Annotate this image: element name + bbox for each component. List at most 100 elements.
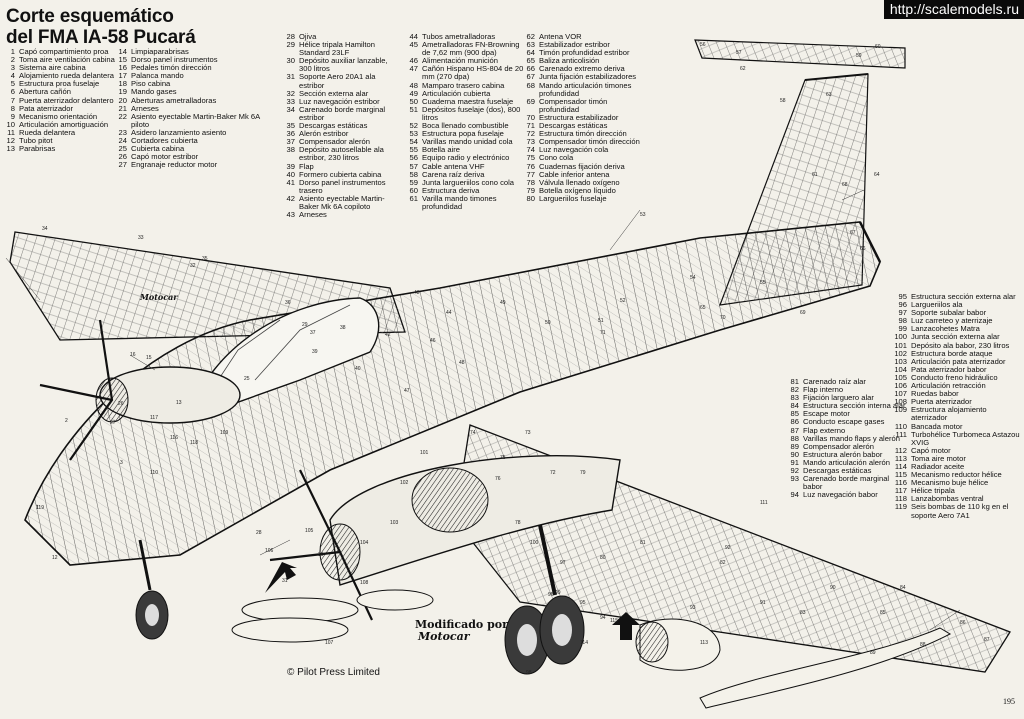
callout-number: 87 (984, 637, 990, 643)
legend-item-text: Tubo pitot (19, 136, 53, 146)
legend-item-text: Depósito ala babor, 230 litros (911, 340, 1010, 350)
legend-item-text: Boca llenado combustible (422, 121, 509, 131)
legend-item-number: 56 (409, 153, 418, 163)
legend-item-number: 57 (409, 161, 418, 171)
legend-item-number: 58 (409, 169, 418, 179)
callout-number: 68 (842, 182, 848, 188)
legend-item-text: Sistema aire cabina (19, 63, 86, 73)
legend-item-text: Ojiva (299, 32, 317, 41)
legend-item-number: 37 (286, 137, 295, 147)
callout-number: 96 (548, 592, 554, 598)
legend-item-text: Toma aire motor (911, 453, 966, 463)
legend-item-text: Asiento eyectable Martin-Baker Mk 6A cop… (299, 193, 385, 211)
legend-item-number: 81 (790, 377, 799, 386)
legend-item: 56 Equipo radio y electrónico (403, 154, 527, 162)
legend-item: 59 Junta largueriilos cono cola (403, 177, 527, 187)
legend-item-number: 45 (409, 40, 418, 50)
legend-item-text: Equipo radio y electrónico (422, 153, 510, 163)
callout-number: 90 (830, 585, 836, 591)
legend-item-number: 19 (118, 87, 127, 97)
legend-item-text: Alerón estribor (299, 129, 349, 139)
callout-number: 56 (700, 42, 706, 48)
legend-item-number: 5 (10, 79, 15, 89)
callout-number: 26 (118, 401, 124, 407)
legend-item-number: 115 (894, 470, 907, 480)
legend-item-text: Varillas mando unidad cola (422, 137, 513, 147)
legend-item-number: 28 (286, 32, 295, 41)
legend-item-number: 98 (898, 316, 907, 326)
legend-item-text: Flap externo (803, 425, 846, 435)
legend-item-text: Luz carreteo y aterrizaje (911, 316, 993, 326)
legend-item-number: 77 (526, 169, 535, 179)
callout-number: 117 (150, 415, 158, 421)
legend-item-number: 59 (409, 177, 418, 187)
legend-item-text: Radiador aceite (911, 461, 965, 471)
legend-item-number: 88 (790, 433, 799, 443)
legend-item-number: 74 (526, 145, 535, 155)
legend-item-text: Junta largueriilos cono cola (422, 177, 515, 187)
legend-item-text: Capó motor estribor (131, 152, 199, 162)
callout-number: 35 (202, 256, 208, 262)
callout-number: 97 (560, 560, 566, 566)
legend-item-text: Junta fijación estabilizadores (539, 72, 637, 82)
legend-item-number: 55 (409, 145, 418, 155)
legend-item-text: Estructura estabilizador (539, 112, 619, 122)
legend-item-number: 80 (526, 193, 535, 203)
legend-item-text: Dorso panel instrumentos (131, 55, 218, 65)
legend-item-text: Dorso panel instrumentos trasero (299, 177, 386, 195)
legend-item-number: 103 (894, 356, 907, 366)
legend-item-number: 66 (526, 64, 535, 74)
legend-item-text: Capó motor (911, 445, 951, 455)
legend-item-text: Cable inferior antena (539, 169, 610, 179)
callout-number: 49 (500, 300, 506, 306)
legend-item-number: 107 (894, 389, 907, 399)
legend-item-text: Cuaderna maestra fuselaje (422, 96, 514, 106)
legend-item-text: Flap interno (803, 385, 844, 395)
legend-item-number: 53 (409, 129, 418, 139)
callout-number: 30 (318, 552, 324, 558)
legend-item-text: Carenado borde marginal estribor (299, 104, 386, 122)
legend-item-text: Luz navegación cola (539, 145, 609, 155)
legend-item-text: Articulación retracción (911, 381, 986, 391)
modified-by-line-2: Motocar (418, 630, 470, 643)
title-line-2: del FMA IA-58 Pucará (6, 27, 196, 48)
legend-item: 28 Ojiva (280, 32, 398, 41)
legend-item-number: 104 (894, 364, 907, 374)
legend-item-text: Articulación cubierta (422, 88, 491, 98)
legend-item-text: Depósito autosellable ala estribor, 230 … (299, 145, 384, 163)
legend-item-text: Sección externa alar (299, 88, 369, 98)
